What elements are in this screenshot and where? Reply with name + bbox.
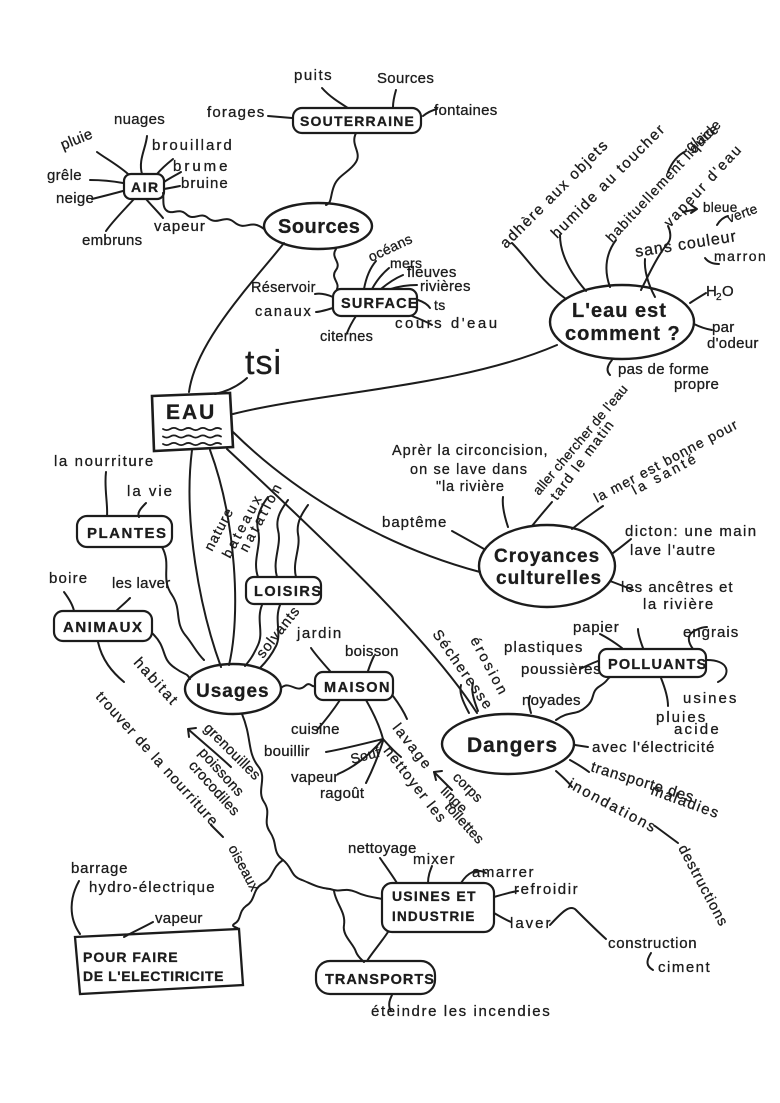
svg-text:hydro-électrique: hydro-électrique <box>89 879 216 896</box>
svg-text:papier: papier <box>573 619 620 636</box>
svg-text:mers: mers <box>390 255 422 271</box>
svg-text:EAU: EAU <box>166 401 216 424</box>
svg-text:2: 2 <box>716 292 722 303</box>
svg-text:O: O <box>722 283 734 300</box>
svg-text:refroidir: refroidir <box>514 881 579 898</box>
svg-text:boisson: boisson <box>345 643 399 660</box>
svg-text:Croyances: Croyances <box>494 546 600 567</box>
svg-text:la rivière: la rivière <box>643 596 715 613</box>
svg-text:INDUSTRIE: INDUSTRIE <box>392 909 476 924</box>
svg-text:H: H <box>706 283 717 300</box>
svg-text:vapeur: vapeur <box>291 769 339 786</box>
svg-text:puits: puits <box>294 67 333 84</box>
svg-text:SOUTERRAINE: SOUTERRAINE <box>300 113 415 129</box>
svg-text:par: par <box>712 319 735 336</box>
svg-text:d'odeur: d'odeur <box>707 335 759 352</box>
svg-text:les laver: les laver <box>112 575 171 592</box>
svg-text:neige: neige <box>56 190 94 207</box>
svg-text:Dangers: Dangers <box>467 734 558 757</box>
svg-text:tsi: tsi <box>245 344 282 382</box>
svg-text:usines: usines <box>683 690 738 707</box>
svg-text:POUR FAIRE: POUR FAIRE <box>83 949 179 965</box>
svg-text:POLLUANTS: POLLUANTS <box>608 657 707 673</box>
svg-text:barrage: barrage <box>71 860 128 877</box>
svg-text:MAISON: MAISON <box>324 680 391 696</box>
svg-text:rivières: rivières <box>420 278 471 295</box>
svg-text:poussières: poussières <box>521 661 602 678</box>
svg-text:dicton: une main: dicton: une main <box>625 523 757 540</box>
svg-text:TRANSPORTS: TRANSPORTS <box>325 972 435 988</box>
svg-text:éteindre les incendies: éteindre les incendies <box>371 1003 551 1020</box>
svg-text:ragoût: ragoût <box>320 785 365 802</box>
svg-text:nuages: nuages <box>114 111 165 128</box>
svg-text:citernes: citernes <box>320 329 373 345</box>
svg-text:marron: marron <box>714 248 767 264</box>
svg-text:pluies: pluies <box>656 709 707 726</box>
svg-text:grêle: grêle <box>47 167 82 184</box>
svg-text:propre: propre <box>674 376 719 393</box>
svg-text:comment ?: comment ? <box>565 323 681 345</box>
svg-text:Sources: Sources <box>377 70 434 87</box>
svg-text:plastiques: plastiques <box>504 639 584 656</box>
svg-text:canaux: canaux <box>255 304 313 320</box>
svg-text:amarrer: amarrer <box>472 864 535 881</box>
svg-text:Souf: Souf <box>349 744 382 767</box>
svg-text:ANIMAUX: ANIMAUX <box>63 619 144 636</box>
svg-text:cours d'eau: cours d'eau <box>395 315 500 332</box>
svg-text:mixer: mixer <box>413 851 456 868</box>
svg-text:brouillard: brouillard <box>152 137 234 154</box>
svg-text:SURFACE: SURFACE <box>341 296 419 312</box>
svg-text:bleue: bleue <box>703 200 738 215</box>
svg-text:fontaines: fontaines <box>434 102 498 119</box>
svg-text:bouillir: bouillir <box>264 743 310 760</box>
svg-text:on se lave dans: on se lave dans <box>410 462 528 478</box>
svg-text:PLANTES: PLANTES <box>87 525 168 542</box>
svg-text:nettoyage: nettoyage <box>348 840 417 857</box>
svg-text:laver: laver <box>510 915 553 932</box>
svg-text:AIR: AIR <box>131 179 160 195</box>
svg-text:engrais: engrais <box>683 624 739 641</box>
svg-text:boire: boire <box>49 570 88 587</box>
svg-text:fleuves: fleuves <box>407 264 457 281</box>
svg-text:bruine: bruine <box>181 175 229 192</box>
svg-text:pas de forme: pas de forme <box>618 361 709 378</box>
svg-text:L'eau est: L'eau est <box>572 300 667 322</box>
svg-text:vapeur: vapeur <box>154 218 206 235</box>
svg-text:USINES ET: USINES ET <box>392 888 477 904</box>
svg-text:LOISIRS: LOISIRS <box>254 584 323 600</box>
svg-text:Usages: Usages <box>196 681 270 702</box>
svg-text:jardin: jardin <box>296 625 343 642</box>
svg-text:cuisine: cuisine <box>291 721 340 738</box>
svg-text:embruns: embruns <box>82 232 142 249</box>
svg-text:la vie: la vie <box>127 483 174 500</box>
svg-text:forages: forages <box>207 104 265 121</box>
svg-text:avec l'électricité: avec l'électricité <box>592 739 715 756</box>
svg-text:Aprèr la circoncision,: Aprèr la circoncision, <box>392 443 549 459</box>
svg-text:Réservoir: Réservoir <box>251 280 316 296</box>
svg-text:vapeur: vapeur <box>155 910 203 927</box>
svg-text:la nourriture: la nourriture <box>54 453 155 470</box>
svg-text:DE L'ELECTIRICITE: DE L'ELECTIRICITE <box>83 968 224 984</box>
svg-text:noyades: noyades <box>522 692 581 709</box>
svg-text:construction: construction <box>608 935 697 952</box>
svg-text:ciment: ciment <box>658 959 711 976</box>
svg-text:"la rivière: "la rivière <box>436 479 505 495</box>
svg-text:lave l'autre: lave l'autre <box>630 542 716 559</box>
svg-text:Sources: Sources <box>278 216 360 238</box>
svg-text:acide: acide <box>674 721 721 738</box>
svg-text:baptême: baptême <box>382 514 447 531</box>
svg-text:les ancêtres et: les ancêtres et <box>621 579 734 596</box>
svg-text:ts: ts <box>434 297 446 313</box>
svg-text:brume: brume <box>173 158 231 175</box>
svg-text:culturelles: culturelles <box>496 568 602 589</box>
